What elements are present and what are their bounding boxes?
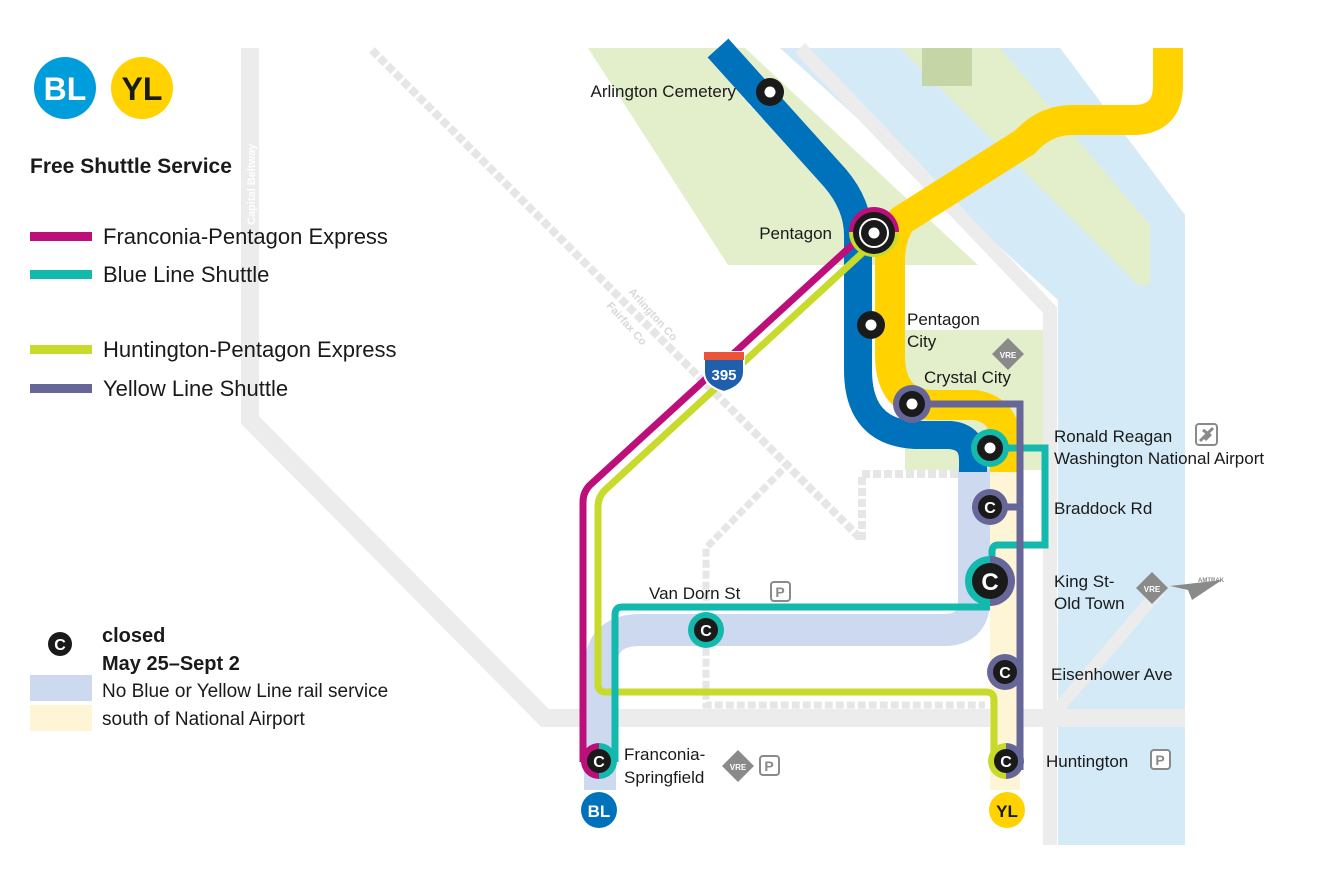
svg-text:C: C [54, 637, 66, 654]
closed-icon: C [999, 665, 1011, 682]
no-service-label: No Blue or Yellow Line rail service [102, 681, 388, 702]
svg-text:Washington National Airport: Washington National Airport [1054, 449, 1264, 468]
station-huntington[interactable]: C Huntington P [988, 743, 1171, 779]
franconia-pentagon-express-route [579, 233, 865, 762]
station-arlington-cemetery[interactable]: Arlington Cemetery [590, 78, 784, 106]
svg-text:Old Town: Old Town [1054, 594, 1125, 613]
legend: BL YL Free Shuttle Service Franconia-Pen… [30, 57, 397, 731]
svg-text:Huntington: Huntington [1046, 752, 1128, 771]
closed-icon: C [1000, 754, 1012, 771]
vre-icon: VRE [1136, 572, 1168, 604]
svg-text:P: P [775, 584, 784, 600]
terminal-badge-bl: BL [581, 792, 617, 828]
bl-badge: BL [34, 57, 96, 119]
svg-text:Eisenhower Ave: Eisenhower Ave [1051, 665, 1173, 684]
closed-icon: C [981, 569, 998, 596]
station-eisenhower-ave[interactable]: C Eisenhower Ave [987, 654, 1173, 690]
blue-line [707, 38, 987, 472]
svg-text:AMTRAK: AMTRAK [1198, 578, 1225, 584]
svg-text:Pentagon: Pentagon [759, 224, 832, 243]
terminal-badge-yl: YL [989, 792, 1025, 828]
station-franconia-springfield[interactable]: C Franconia- Springfield VRE P [581, 743, 780, 787]
road-label: Capital Beltway [246, 143, 258, 225]
station-pentagon[interactable]: Pentagon [759, 207, 899, 257]
station-ronald-reagan-national-airport[interactable]: Ronald Reagan Washington National Airpor… [971, 423, 1264, 468]
svg-text:Pentagon: Pentagon [907, 310, 980, 329]
svg-text:Crystal City: Crystal City [924, 368, 1011, 387]
svg-text:Ronald Reagan: Ronald Reagan [1054, 427, 1172, 446]
park-area [922, 48, 972, 86]
yl-badge: YL [111, 57, 173, 119]
closed-icon: C [984, 500, 996, 517]
parking-icon: P [1150, 749, 1171, 770]
svg-text:P: P [1155, 752, 1164, 768]
closed-icon: C [700, 623, 712, 640]
no-service-label: south of National Airport [102, 709, 306, 730]
airport-icon [1195, 423, 1218, 446]
legend-label: Yellow Line Shuttle [103, 376, 288, 401]
closed-station-legend-icon: C [48, 632, 72, 656]
svg-text:King St-: King St- [1054, 572, 1114, 591]
railroad [702, 459, 985, 709]
amtrak-icon: AMTRAK [1170, 578, 1225, 600]
road [1045, 586, 1165, 722]
legend-swatch [30, 384, 92, 393]
interstate-395-shield: 395 [703, 351, 745, 394]
huntington-pentagon-express-route [594, 241, 998, 762]
legend-swatch [30, 345, 92, 354]
vre-icon: VRE [722, 750, 754, 782]
svg-text:VRE: VRE [1144, 585, 1161, 594]
svg-text:Braddock Rd: Braddock Rd [1054, 499, 1152, 518]
parking-icon: P [759, 755, 780, 776]
svg-text:Van Dorn St: Van Dorn St [649, 584, 741, 603]
closed-dates: May 25–Sept 2 [102, 653, 240, 675]
river-area [780, 48, 1185, 845]
svg-text:YL: YL [122, 71, 163, 107]
parking-icon: P [770, 581, 791, 602]
legend-swatch [30, 270, 92, 279]
no-blue-service-swatch [30, 675, 92, 701]
legend-label: Franconia-Pentagon Express [103, 224, 388, 249]
svg-text:Franconia-: Franconia- [624, 745, 705, 764]
legend-label: Blue Line Shuttle [103, 262, 269, 287]
railroad [369, 47, 962, 550]
park-area [1000, 48, 1185, 225]
road [794, 43, 1057, 845]
no-yellow-service-swatch [30, 705, 92, 731]
svg-text:City: City [907, 332, 937, 351]
station-crystal-city[interactable]: Crystal City VRE [893, 338, 1024, 423]
svg-text:Arlington Cemetery: Arlington Cemetery [590, 82, 736, 101]
svg-text:395: 395 [711, 367, 736, 384]
legend-swatch [30, 232, 92, 241]
vre-icon: VRE [992, 338, 1024, 370]
svg-text:VRE: VRE [730, 763, 747, 772]
station-braddock-rd[interactable]: C Braddock Rd [972, 489, 1152, 525]
svg-text:YL: YL [996, 802, 1018, 821]
legend-title: Free Shuttle Service [30, 155, 232, 178]
station-van-dorn-st[interactable]: C Van Dorn St P [649, 581, 791, 648]
closed-blue-segment [584, 468, 990, 790]
svg-text:BL: BL [44, 71, 87, 107]
svg-text:VRE: VRE [1000, 351, 1017, 360]
blue-line-shuttle-route [611, 444, 1049, 762]
svg-text:P: P [764, 758, 773, 774]
closed-icon: C [593, 754, 605, 771]
legend-label: Huntington-Pentagon Express [103, 337, 397, 362]
closed-label: closed [102, 625, 165, 647]
svg-text:Springfield: Springfield [624, 768, 704, 787]
svg-text:BL: BL [588, 802, 611, 821]
station-king-st-old-town[interactable]: C King St- Old Town VRE AMTRAK [965, 556, 1225, 613]
park-area [900, 48, 1150, 285]
road [241, 48, 1185, 727]
station-pentagon-city[interactable]: Pentagon City [857, 310, 980, 351]
